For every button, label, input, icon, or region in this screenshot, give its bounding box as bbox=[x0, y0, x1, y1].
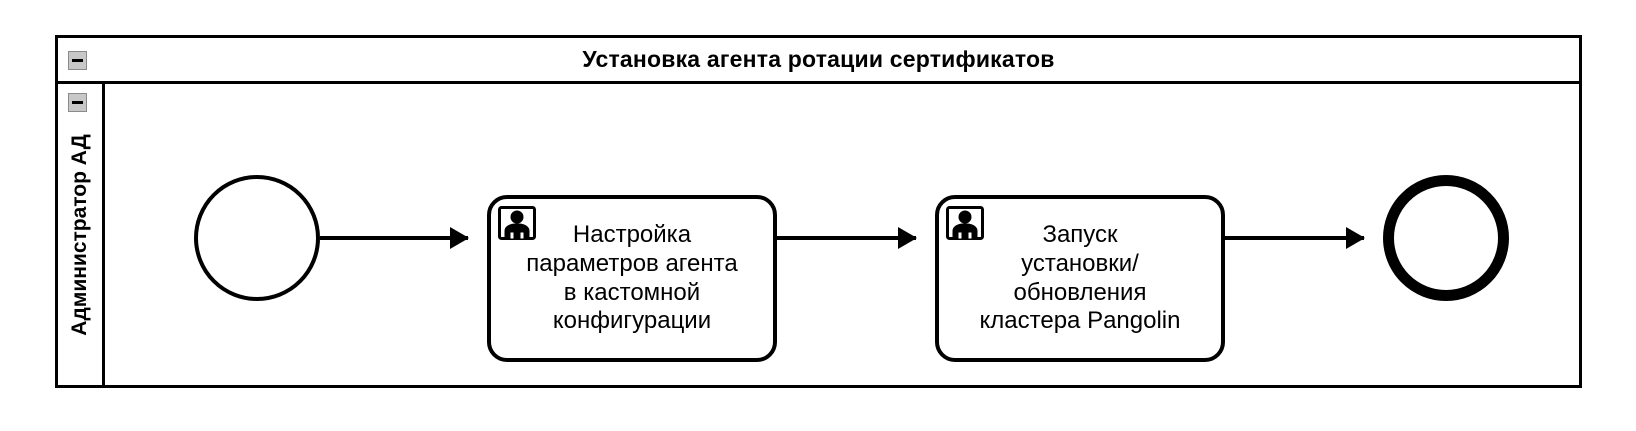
user-icon bbox=[498, 206, 536, 240]
bpmn-pool[interactable]: Установка агента ротации сертификатов Ад… bbox=[55, 35, 1582, 388]
lane-collapse-minus-icon[interactable] bbox=[68, 93, 87, 112]
pool-collapse-minus-icon[interactable] bbox=[68, 51, 87, 70]
task-label: Настройка параметров агента в кастомной … bbox=[526, 220, 738, 335]
sequence-flow-start-to-task1 bbox=[320, 236, 468, 240]
user-task-configure-agent[interactable]: Настройка параметров агента в кастомной … bbox=[487, 195, 777, 362]
lane-label: Администратор АД bbox=[68, 133, 91, 336]
end-event[interactable] bbox=[1383, 175, 1509, 301]
sequence-flow-task2-to-end bbox=[1225, 236, 1364, 240]
user-icon bbox=[946, 206, 984, 240]
user-task-run-install[interactable]: Запуск установки/ обновления кластера Pa… bbox=[935, 195, 1225, 362]
pool-title: Установка агента ротации сертификатов bbox=[582, 46, 1055, 72]
task-label: Запуск установки/ обновления кластера Pa… bbox=[979, 220, 1181, 335]
start-event[interactable] bbox=[194, 175, 320, 301]
lane-body: Настройка параметров агента в кастомной … bbox=[105, 84, 1579, 385]
lane-label-column: Администратор АД bbox=[58, 84, 105, 385]
sequence-flow-task1-to-task2 bbox=[777, 236, 916, 240]
pool-header: Установка агента ротации сертификатов bbox=[58, 38, 1579, 84]
bpmn-lane[interactable]: Администратор АД Настройка параметров аг… bbox=[58, 84, 1579, 385]
